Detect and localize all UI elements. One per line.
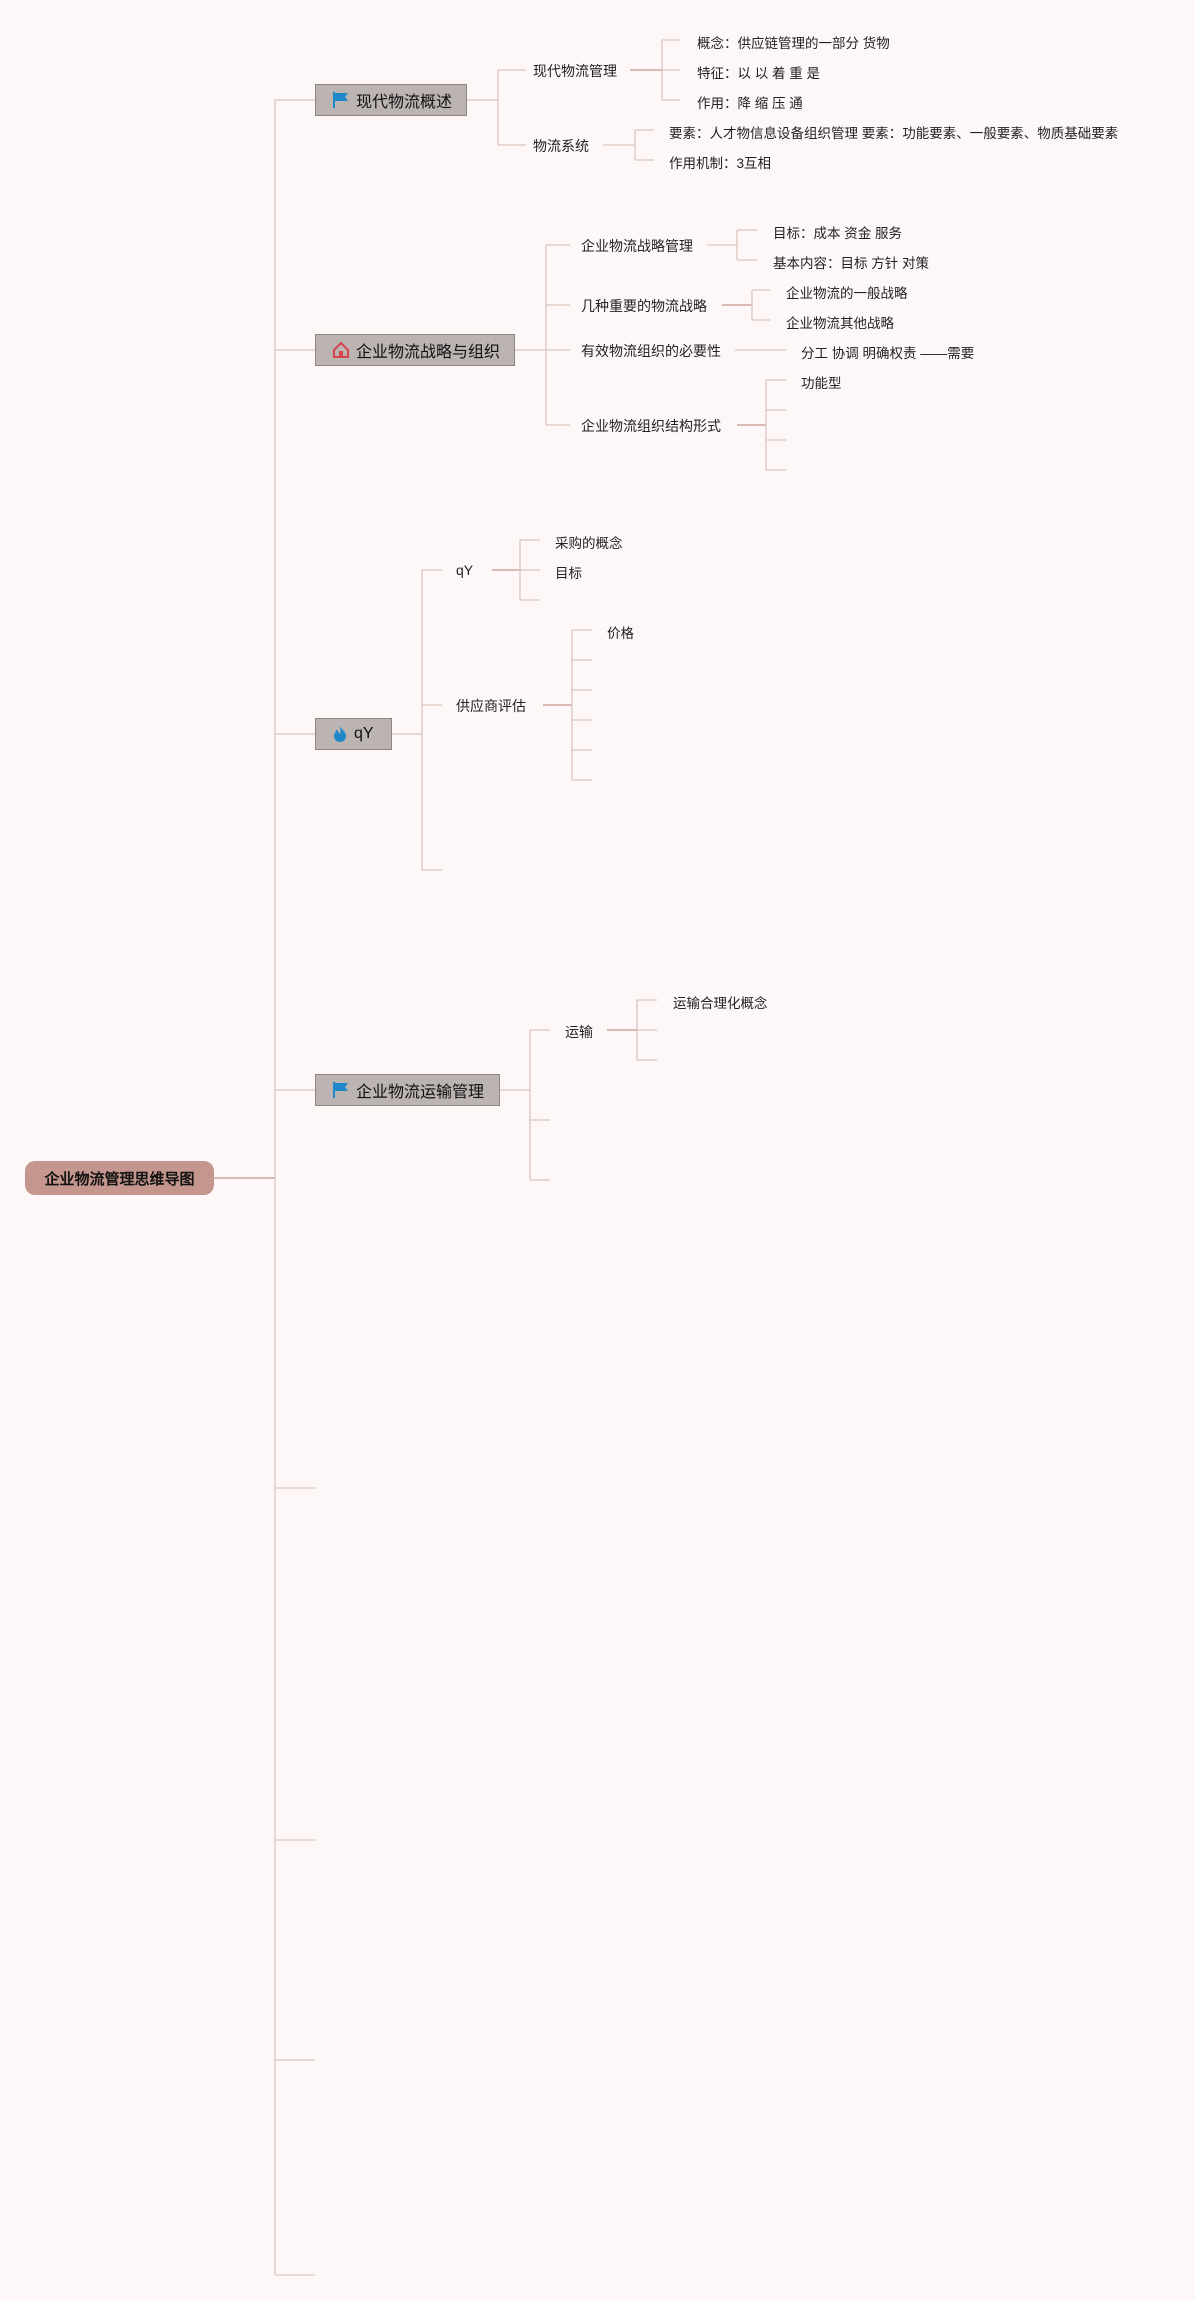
topic-logistics-system[interactable]: 物流系统 — [533, 138, 589, 154]
leaf-function[interactable]: 作用：降 缩 压 通 — [697, 96, 803, 111]
branch-procurement[interactable]: qY — [315, 718, 392, 750]
leaf-basic-content[interactable]: 基本内容：目标 方针 对策 — [773, 256, 930, 271]
branch-label: qY — [354, 725, 374, 742]
branch-label: 企业物流运输管理 — [356, 1084, 485, 1101]
branch-strategy-organization[interactable]: 企业物流战略与组织 — [315, 334, 515, 366]
topic-strategy-management[interactable]: 企业物流战略管理 — [581, 238, 693, 254]
branch-transport-management[interactable]: 企业物流运输管理 — [315, 1074, 500, 1106]
leaf-goals[interactable]: 目标：成本 资金 服务 — [773, 226, 903, 241]
leaf-price[interactable]: 价格 — [607, 626, 634, 641]
leaf-other-strategy[interactable]: 企业物流其他战略 — [786, 316, 894, 331]
flag-icon — [332, 91, 350, 109]
leaf-procurement-concept[interactable]: 采购的概念 — [555, 536, 623, 551]
topic-supplier-evaluation[interactable]: 供应商评估 — [456, 698, 526, 714]
leaf-general-strategy[interactable]: 企业物流的一般战略 — [786, 286, 908, 301]
leaf-concept[interactable]: 概念：供应链管理的一部分 货物 — [697, 36, 890, 51]
topic-transport[interactable]: 运输 — [565, 1024, 593, 1040]
leaf-features[interactable]: 特征：以 以 着 重 是 — [697, 66, 821, 81]
root-node[interactable]: 企业物流管理思维导图 — [25, 1161, 214, 1195]
topic-important-strategies[interactable]: 几种重要的物流战略 — [581, 298, 707, 314]
house-icon — [332, 341, 350, 359]
branch-label: 现代物流概述 — [356, 94, 453, 111]
flame-icon — [332, 725, 348, 743]
topic-procurement[interactable]: qY — [456, 562, 474, 578]
leaf-elements[interactable]: 要素：人才物信息设备组织管理 要素：功能要素、一般要素、物质基础要素 — [669, 126, 1119, 141]
topic-modern-logistics-management[interactable]: 现代物流管理 — [533, 63, 617, 79]
branch-label: 企业物流战略与组织 — [356, 344, 501, 361]
branch-modern-logistics[interactable]: 现代物流概述 — [315, 84, 467, 116]
leaf-procurement-goals[interactable]: 目标 — [555, 566, 582, 581]
leaf-functional-type[interactable]: 功能型 — [801, 376, 842, 391]
leaf-division-coordination[interactable]: 分工 协调 明确权责 ——需要 — [801, 346, 975, 361]
topic-organization-structure[interactable]: 企业物流组织结构形式 — [581, 418, 721, 434]
topic-organization-necessity[interactable]: 有效物流组织的必要性 — [581, 343, 721, 359]
flag-icon — [332, 1081, 350, 1099]
leaf-transport-rationalization[interactable]: 运输合理化概念 — [673, 996, 768, 1011]
leaf-mechanism[interactable]: 作用机制：3互相 — [669, 156, 772, 171]
